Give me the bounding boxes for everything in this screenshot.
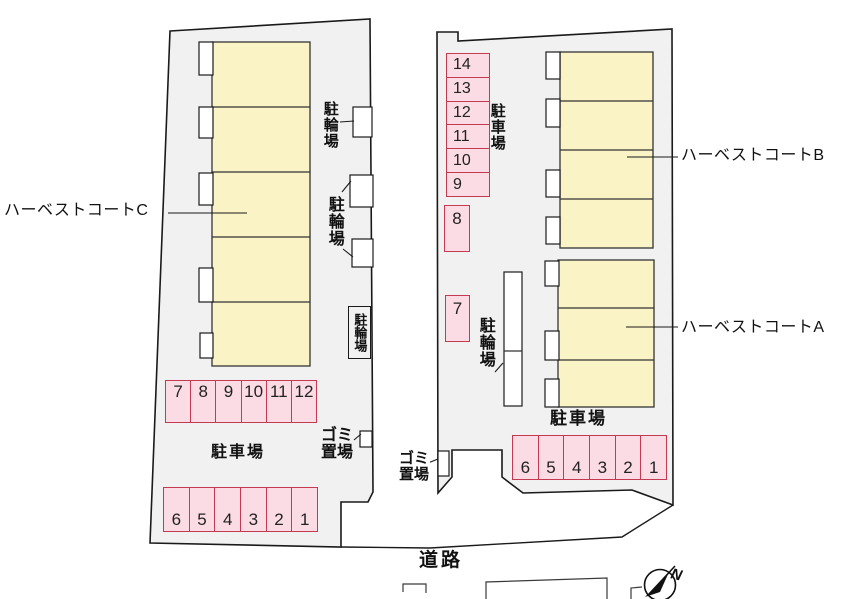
- bicycle-leader-tick: [341, 180, 352, 193]
- building-a-entrance: [544, 330, 560, 361]
- parking-space: 2: [616, 436, 642, 479]
- parking-space: 1: [299, 510, 310, 529]
- building-c-label: ハーベストコートC: [4, 202, 149, 219]
- building-c-entrance: [199, 332, 214, 359]
- bicycle-parking-rect: [349, 174, 374, 208]
- parking-space: 3: [590, 436, 616, 479]
- parking-space: 4: [215, 488, 242, 531]
- bicycle-leader-tick: [494, 362, 504, 373]
- building-b-entrance: [545, 51, 561, 80]
- parking-space: 14: [447, 54, 489, 78]
- parking-space: 2: [267, 488, 293, 531]
- building-b-label: ハーベストコートB: [681, 147, 825, 164]
- bicycle-leader-tick: [342, 248, 354, 258]
- parking-space: 12: [294, 382, 314, 401]
- parking-space: 11: [267, 381, 292, 422]
- building-c-entrance: [198, 106, 214, 139]
- building-a-entrance: [544, 260, 560, 287]
- road-edge-line: [340, 504, 674, 549]
- garbage-area-label: ゴミ 置場: [398, 450, 431, 483]
- neighbour-building-partial: [402, 583, 427, 593]
- parking-lot-label: 駐車場: [550, 409, 607, 428]
- parking-space: 11: [447, 125, 489, 150]
- parking-space: 5: [190, 488, 216, 531]
- garbage-area-rect: [437, 450, 450, 477]
- parking-space: 3: [241, 488, 267, 531]
- garbage-area-label: ゴミ 置場: [321, 427, 354, 462]
- building-a-label: ハーベストコートA: [681, 319, 825, 336]
- parking-space: 9: [216, 381, 242, 422]
- garbage-label-line2: 置場: [399, 465, 430, 483]
- parking-space: 1: [648, 458, 659, 477]
- parking-lot-label: 駐車場: [211, 444, 266, 461]
- building-c-entrance: [198, 41, 214, 76]
- parking-space-7: 7: [445, 295, 470, 342]
- compass-needle: [645, 572, 669, 597]
- building-c-entrance: [198, 172, 214, 206]
- parking-space: 13: [447, 78, 489, 102]
- parking-space: 10: [447, 149, 489, 174]
- garbage-label-line1: ゴミ: [399, 450, 430, 467]
- parking-space: 5: [539, 436, 565, 479]
- parking-space: 9: [453, 175, 462, 193]
- bicycle-parking-label: 駐輪場: [476, 317, 494, 368]
- garbage-leader-tick: [353, 433, 362, 441]
- parking-space: 12: [447, 102, 489, 126]
- bicycle-parking-rect: [352, 106, 373, 138]
- building-b-unit-divisions: [560, 100, 653, 200]
- garbage-label-line2: 置場: [321, 443, 354, 461]
- neighbour-building-partial: [485, 577, 608, 599]
- compass-circle: [643, 568, 677, 599]
- parking-lot-label: 駐車場: [488, 103, 506, 151]
- bicycle-leader-tick: [339, 120, 355, 123]
- garbage-area-rect: [359, 430, 373, 448]
- parking-space: 10: [242, 381, 267, 422]
- north-compass: N: [643, 565, 685, 599]
- bicycle-parking-label: 駐輪場: [325, 196, 343, 247]
- compass-north-letter: N: [669, 565, 685, 584]
- garbage-label-line1: ゴミ: [321, 427, 354, 444]
- building-c-unit-divisions: [212, 106, 310, 303]
- parking-space-8: 8: [444, 205, 470, 252]
- building-b-entrance: [545, 216, 561, 245]
- bicycle-parking-rect: [351, 238, 374, 268]
- building-a-entrance: [544, 378, 560, 408]
- building-b-entrance: [545, 98, 561, 128]
- building-a: [557, 259, 655, 408]
- bicycle-parking-boxed-label: 駐輪場: [348, 306, 371, 359]
- bicycle-parking-label: 駐輪場: [321, 101, 339, 149]
- bicycle-parking-label: 駐輪場: [352, 313, 368, 352]
- road-label: 道路: [419, 550, 464, 571]
- parking-space: 8: [191, 381, 217, 422]
- parking-space: 4: [564, 436, 591, 479]
- building-a-unit-divisions: [558, 307, 654, 361]
- parking-space: 6: [513, 436, 539, 479]
- building-c: [211, 41, 311, 367]
- building-c-entrance: [198, 267, 214, 303]
- bicycle-parking-rect: [503, 271, 523, 407]
- neighbour-building-partial: [630, 586, 643, 599]
- parking-space: 6: [164, 488, 190, 531]
- parking-space: 7: [166, 381, 192, 422]
- building-b-entrance: [545, 169, 561, 198]
